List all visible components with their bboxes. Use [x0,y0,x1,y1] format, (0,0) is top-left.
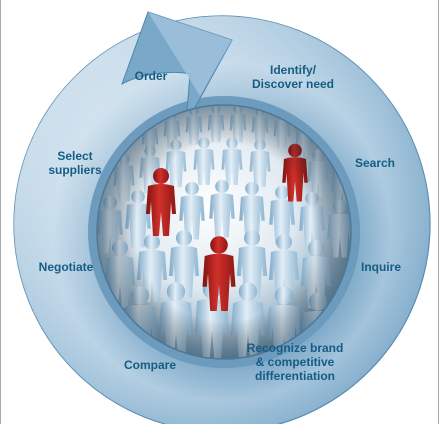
stage-label-compare: Compare [123,358,176,372]
stage-label-select: Select suppliers [48,149,102,177]
stage-label-inquire: Inquire [360,260,401,274]
stage-label-negotiate: Negotiate [38,260,94,274]
cycle-arrow-head [121,11,233,125]
stage-label-recognize: Recognize brand & competitive differenti… [246,341,344,383]
stage-label-order: Order [134,69,168,83]
stage-label-identify: Identify/ Discover need [251,63,335,91]
stage-label-search: Search [354,156,396,170]
crowd-sphere [96,104,352,360]
